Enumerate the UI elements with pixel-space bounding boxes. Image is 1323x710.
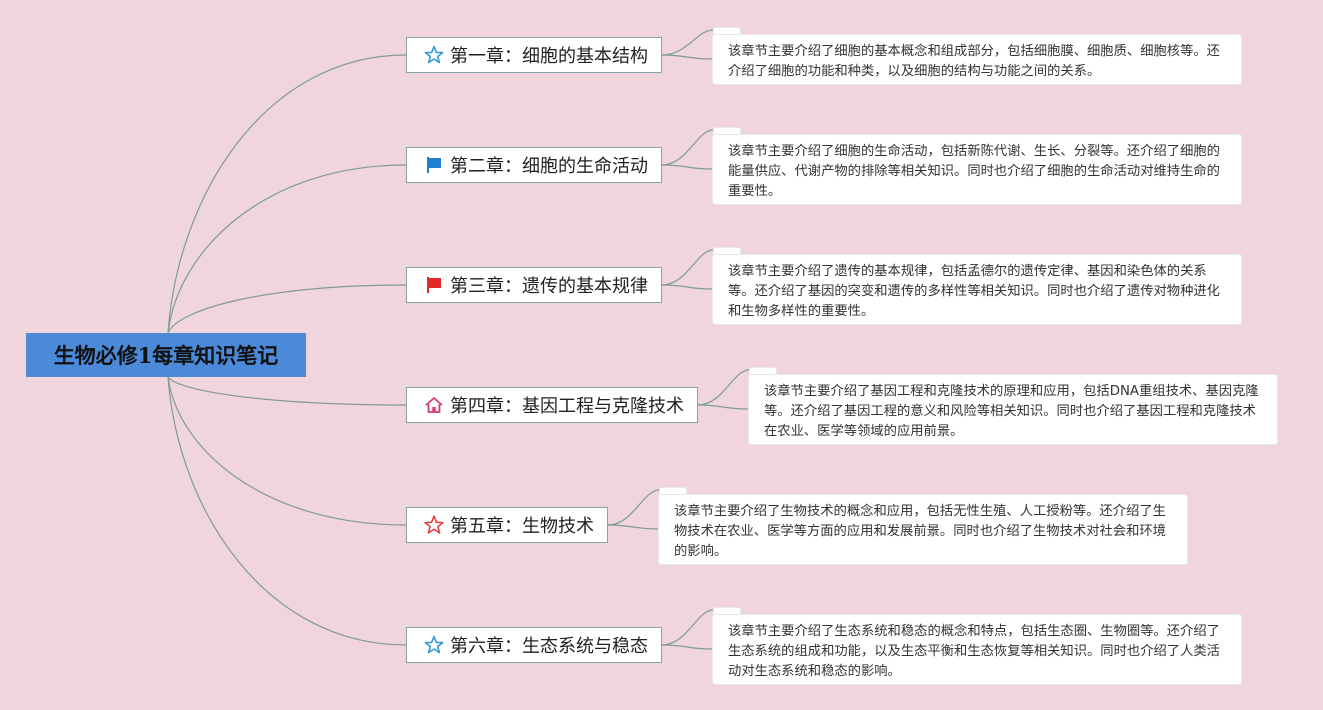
chapter-4-description: 该章节主要介绍了基因工程和克隆技术的原理和应用，包括DNA重组技术、基因克隆等。… — [748, 374, 1278, 445]
chapter-4-node[interactable]: 第四章：基因工程与克隆技术 — [406, 387, 698, 423]
chapter-3-title: 第三章：遗传的基本规律 — [450, 276, 648, 297]
chapter-2-to-tab-line — [661, 129, 714, 166]
chapter-5-to-tab-line — [607, 489, 660, 526]
root-to-chapter-4-line — [167, 376, 407, 406]
chapter-2-node[interactable]: 第二章：细胞的生命活动 — [406, 147, 662, 183]
chapter-1-to-tab-line — [661, 29, 714, 56]
chapter-6-to-note-line — [661, 644, 713, 650]
root-title: 生物必修1每章知识笔记 — [53, 343, 279, 368]
chapter-6-note-tab — [713, 607, 741, 615]
chapter-1-description: 该章节主要介绍了细胞的基本概念和组成部分，包括细胞膜、细胞质、细胞核等。还介绍了… — [712, 34, 1242, 85]
chapter-6-to-tab-line — [661, 609, 714, 646]
chapter-2-desc-text: 该章节主要介绍了细胞的生命活动，包括新陈代谢、生长、分裂等。还介绍了细胞的能量供… — [728, 144, 1220, 199]
chapter-2-title: 第二章：细胞的生命活动 — [450, 156, 648, 177]
chapter-1-node[interactable]: 第一章：细胞的基本结构 — [406, 37, 662, 73]
chapter-3-to-tab-line — [661, 249, 714, 286]
chapter-1-note-tab — [713, 27, 741, 35]
chapter-4-desc-text: 该章节主要介绍了基因工程和克隆技术的原理和应用，包括DNA重组技术、基因克隆等。… — [764, 384, 1259, 439]
chapter-6-title: 第六章：生态系统与稳态 — [450, 636, 648, 657]
flag-blue-icon — [424, 155, 444, 175]
chapter-1-to-note-line — [661, 54, 713, 60]
chapter-5-description: 该章节主要介绍了生物技术的概念和应用，包括无性生殖、人工授粉等。还介绍了生物技术… — [658, 494, 1188, 565]
flag-red-icon — [424, 275, 444, 295]
chapter-6-node[interactable]: 第六章：生态系统与稳态 — [406, 627, 662, 663]
chapter-5-to-note-line — [607, 524, 659, 530]
root-to-chapter-6-line — [167, 376, 407, 646]
chapter-3-note-tab — [713, 247, 741, 255]
chapter-2-note-tab — [713, 127, 741, 135]
chapter-1-desc-text: 该章节主要介绍了细胞的基本概念和组成部分，包括细胞膜、细胞质、细胞核等。还介绍了… — [728, 44, 1220, 79]
chapter-3-to-note-line — [661, 284, 713, 290]
root-topic[interactable]: 生物必修1每章知识笔记 — [26, 333, 306, 377]
root-to-chapter-3-line — [167, 284, 407, 334]
chapter-4-title: 第四章：基因工程与克隆技术 — [450, 396, 684, 417]
root-to-chapter-1-line — [167, 54, 407, 334]
chapter-6-desc-text: 该章节主要介绍了生态系统和稳态的概念和特点，包括生态圈、生物圈等。还介绍了生态系… — [728, 624, 1220, 679]
root-to-chapter-5-line — [167, 376, 407, 526]
chapter-5-title: 第五章：生物技术 — [450, 516, 594, 537]
chapter-4-to-note-line — [697, 404, 749, 410]
star-outline-blue-icon — [424, 45, 444, 65]
chapter-3-node[interactable]: 第三章：遗传的基本规律 — [406, 267, 662, 303]
chapter-2-to-note-line — [661, 164, 713, 170]
chapter-5-desc-text: 该章节主要介绍了生物技术的概念和应用，包括无性生殖、人工授粉等。还介绍了生物技术… — [674, 504, 1166, 559]
chapter-5-node[interactable]: 第五章：生物技术 — [406, 507, 608, 543]
chapter-6-description: 该章节主要介绍了生态系统和稳态的概念和特点，包括生态圈、生物圈等。还介绍了生态系… — [712, 614, 1242, 685]
chapter-2-description: 该章节主要介绍了细胞的生命活动，包括新陈代谢、生长、分裂等。还介绍了细胞的能量供… — [712, 134, 1242, 205]
root-to-chapter-2-line — [167, 164, 407, 334]
chapter-1-title: 第一章：细胞的基本结构 — [450, 46, 648, 67]
chapter-5-note-tab — [659, 487, 687, 495]
chapter-3-description: 该章节主要介绍了遗传的基本规律，包括孟德尔的遗传定律、基因和染色体的关系等。还介… — [712, 254, 1242, 325]
chapter-3-desc-text: 该章节主要介绍了遗传的基本规律，包括孟德尔的遗传定律、基因和染色体的关系等。还介… — [728, 264, 1220, 319]
home-icon — [424, 395, 444, 415]
chapter-4-to-tab-line — [697, 369, 750, 406]
star-outline-red-icon — [424, 515, 444, 535]
chapter-4-note-tab — [749, 367, 777, 375]
star-outline-blue-icon — [424, 635, 444, 655]
